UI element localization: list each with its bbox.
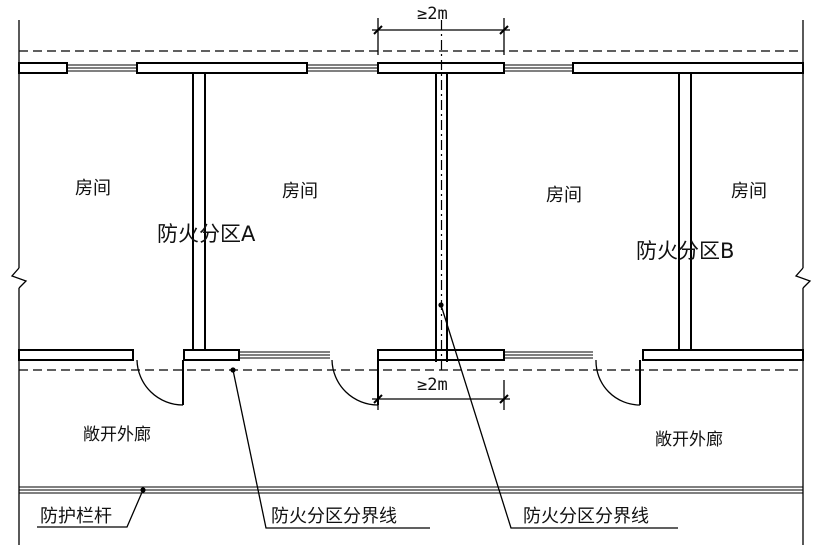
bottom-wall	[18, 349, 804, 361]
room-label-4: 房间	[731, 181, 767, 202]
railing-line	[19, 486, 803, 494]
boundary-callout-label-2: 防火分区分界线	[523, 506, 649, 527]
right-border-line	[794, 20, 812, 545]
left-border-line	[10, 20, 28, 545]
leader-dot-railing	[140, 487, 146, 493]
boundary-callout-label-1: 防火分区分界线	[271, 506, 397, 527]
door-center	[331, 359, 379, 406]
leader-railing	[37, 489, 144, 528]
bottom-windows	[239, 351, 593, 359]
leader-boundary-1	[232, 369, 430, 529]
room-label-2: 房间	[282, 181, 318, 202]
top-dimension-line	[372, 18, 510, 55]
leader-dot-boundary-1	[230, 367, 236, 373]
railing-callout-label: 防护栏杆	[40, 506, 112, 527]
room-label-1: 房间	[75, 178, 111, 199]
leader-dot-boundary-2	[438, 302, 444, 308]
top-windows	[67, 64, 573, 72]
door-a	[136, 359, 184, 406]
fire-zone-a-label: 防火分区A	[157, 222, 256, 246]
bottom-dimension-line	[372, 380, 510, 410]
open-corridor-label-left: 敞开外廊	[83, 425, 151, 445]
top-dimension-label: ≥2m	[417, 4, 448, 24]
room-label-3: 房间	[546, 185, 582, 206]
fire-boundary-wall	[435, 20, 448, 372]
open-corridor-label-right: 敞开外廊	[655, 430, 723, 450]
bottom-dimension-label: ≥2m	[417, 375, 448, 395]
leader-boundary-2	[440, 304, 678, 529]
fire-zone-b-label: 防火分区B	[636, 239, 735, 263]
door-b	[595, 359, 641, 406]
